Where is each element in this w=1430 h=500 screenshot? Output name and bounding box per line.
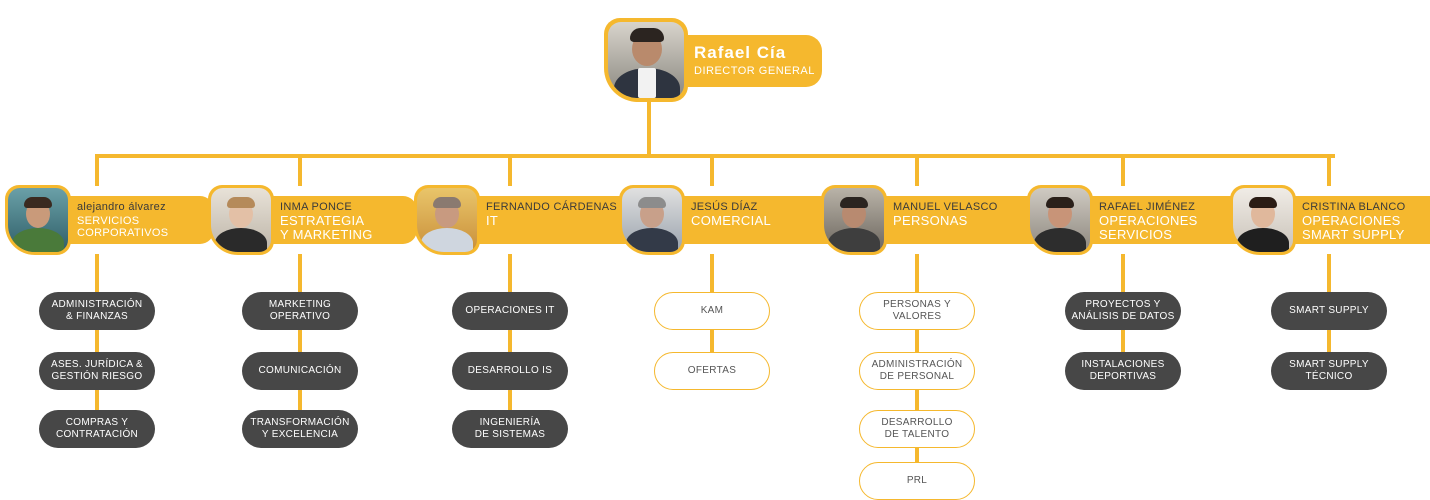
department-connector xyxy=(95,254,99,429)
department-connector xyxy=(298,254,302,429)
head-photo xyxy=(604,18,688,102)
manager-connector xyxy=(95,156,99,186)
manager-name: MANUEL VELASCO xyxy=(893,201,998,213)
department-box: ADMINISTRACIÓN DE PERSONAL xyxy=(859,352,975,390)
manager-connector xyxy=(915,156,919,186)
department-connector xyxy=(508,254,512,429)
department-box: MARKETING OPERATIVO xyxy=(242,292,358,330)
person-photo-icon xyxy=(211,188,271,252)
department-box: SMART SUPPLY TÉCNICO xyxy=(1271,352,1387,390)
manager-name: CRISTINA BLANCO xyxy=(1302,201,1406,213)
department-box: KAM xyxy=(654,292,770,330)
department-box: SMART SUPPLY xyxy=(1271,292,1387,330)
person-photo-icon xyxy=(417,188,477,252)
department-box: OPERACIONES IT xyxy=(452,292,568,330)
manager-photo xyxy=(5,185,71,255)
department-box: DESARROLLO IS xyxy=(452,352,568,390)
manager-name: alejandro álvarez xyxy=(77,201,166,213)
person-photo-icon xyxy=(1030,188,1090,252)
department-box: ASES. JURÍDICA & GESTIÓN RIESGO xyxy=(39,352,155,390)
person-photo-icon xyxy=(622,188,682,252)
manager-role: SERVICIOS CORPORATIVOS xyxy=(77,215,169,239)
department-box: ADMINISTRACIÓN & FINANZAS xyxy=(39,292,155,330)
person-photo-icon xyxy=(8,188,68,252)
manager-photo xyxy=(208,185,274,255)
department-box: PROYECTOS Y ANÁLISIS DE DATOS xyxy=(1065,292,1181,330)
department-box: PRL xyxy=(859,462,975,500)
manager-role: OPERACIONES SMART SUPPLY xyxy=(1302,213,1405,242)
head-role: DIRECTOR GENERAL xyxy=(694,65,815,77)
manager-photo xyxy=(1027,185,1093,255)
department-box: TRANSFORMACIÓN Y EXCELENCIA xyxy=(242,410,358,448)
manager-connector xyxy=(710,156,714,186)
department-box: COMPRAS Y CONTRATACIÓN xyxy=(39,410,155,448)
manager-photo xyxy=(1230,185,1296,255)
department-box: PERSONAS Y VALORES xyxy=(859,292,975,330)
horizontal-connector xyxy=(95,154,1335,158)
head-name: Rafael Cía xyxy=(694,43,787,62)
person-photo-icon xyxy=(824,188,884,252)
manager-photo xyxy=(619,185,685,255)
head-connector xyxy=(647,100,651,156)
department-box: INSTALACIONES DEPORTIVAS xyxy=(1065,352,1181,390)
department-box: DESARROLLO DE TALENTO xyxy=(859,410,975,448)
department-box: INGENIERÍA DE SISTEMAS xyxy=(452,410,568,448)
manager-connector xyxy=(1121,156,1125,186)
manager-connector xyxy=(508,156,512,186)
department-box: COMUNICACIÓN xyxy=(242,352,358,390)
manager-photo xyxy=(821,185,887,255)
manager-role: ESTRATEGIA Y MARKETING xyxy=(280,213,373,242)
manager-role: OPERACIONES SERVICIOS xyxy=(1099,213,1198,242)
manager-name: RAFAEL JIMÉNEZ xyxy=(1099,201,1196,213)
manager-role: IT xyxy=(486,213,499,228)
person-photo-icon xyxy=(608,22,684,98)
manager-connector xyxy=(1327,156,1331,186)
manager-photo xyxy=(414,185,480,255)
department-box: OFERTAS xyxy=(654,352,770,390)
person-photo-icon xyxy=(1233,188,1293,252)
manager-name: FERNANDO CÁRDENAS xyxy=(486,201,618,213)
manager-name: INMA PONCE xyxy=(280,201,353,213)
manager-role: COMERCIAL xyxy=(691,213,771,228)
manager-role: PERSONAS xyxy=(893,213,968,228)
manager-connector xyxy=(298,156,302,186)
manager-name: JESÚS DÍAZ xyxy=(691,201,758,213)
